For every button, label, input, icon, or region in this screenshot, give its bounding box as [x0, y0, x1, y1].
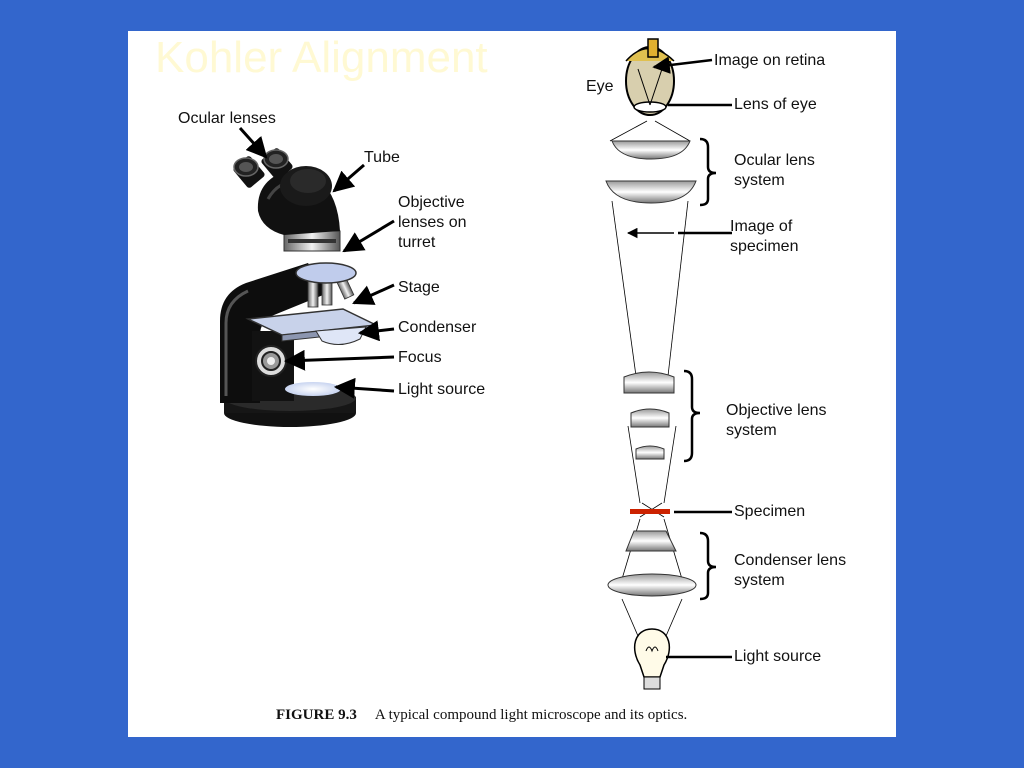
label-ocular-system-2: system [734, 172, 785, 189]
specimen-slide [630, 509, 670, 514]
label-light-source-left: Light source [398, 381, 486, 398]
slide-panel: Kohler Alignment Ocular lenses Tube Obje… [128, 31, 896, 737]
light-source-glow [285, 382, 341, 396]
label-condenser-system-1: Condenser lens [734, 552, 847, 569]
eye-illustration [625, 38, 675, 116]
ocular-eyepieces [233, 148, 293, 188]
label-ocular-lenses: Ocular lenses [178, 110, 276, 127]
label-condenser-system-2: system [734, 572, 785, 589]
condenser-lens-upper [625, 530, 677, 552]
label-specimen: Specimen [734, 503, 806, 520]
label-objective-system-1: Objective lens [726, 402, 827, 419]
figure-caption: FIGURE 9.3 A typical compound light micro… [276, 707, 687, 724]
label-image-on-retina: Image on retina [714, 52, 826, 69]
microscope-illustration [220, 148, 379, 427]
label-condenser: Condenser [398, 319, 477, 336]
ocular-lens-lower [605, 180, 697, 204]
label-focus: Focus [398, 349, 442, 366]
objective-brace [683, 369, 701, 463]
ocular-lens-upper [611, 140, 691, 160]
label-light-source-right: Light source [734, 648, 822, 665]
condenser-brace [699, 531, 717, 601]
objective-lens-1 [623, 371, 675, 394]
label-ocular-system-1: Ocular lens [734, 152, 815, 169]
label-objective-2: lenses on [398, 214, 467, 231]
ocular-brace [699, 137, 717, 207]
label-objective-3: turret [398, 234, 436, 251]
label-stage: Stage [398, 279, 440, 296]
microscope-leaders [238, 126, 395, 399]
label-eye: Eye [586, 78, 614, 95]
label-image-of-specimen-1: Image of [730, 218, 793, 235]
objective-lens-2 [630, 408, 670, 428]
label-lens-of-eye: Lens of eye [734, 96, 817, 113]
light-bulb-icon [633, 628, 671, 690]
figure-number: FIGURE 9.3 [276, 707, 357, 723]
microscope-arm [220, 263, 328, 403]
condenser-lens-lower [607, 573, 697, 597]
label-tube: Tube [364, 149, 400, 166]
caption-text: A typical compound light microscope and … [374, 707, 688, 723]
diagram-canvas [220, 38, 732, 690]
label-objective-system-2: system [726, 422, 777, 439]
label-image-of-specimen-2: specimen [730, 238, 799, 255]
label-objective-1: Objective [398, 194, 465, 211]
objective-turret [295, 262, 357, 284]
optics-diagram [605, 38, 732, 690]
slide-title: Kohler Alignment [155, 33, 488, 82]
objective-lens-3 [635, 445, 665, 460]
